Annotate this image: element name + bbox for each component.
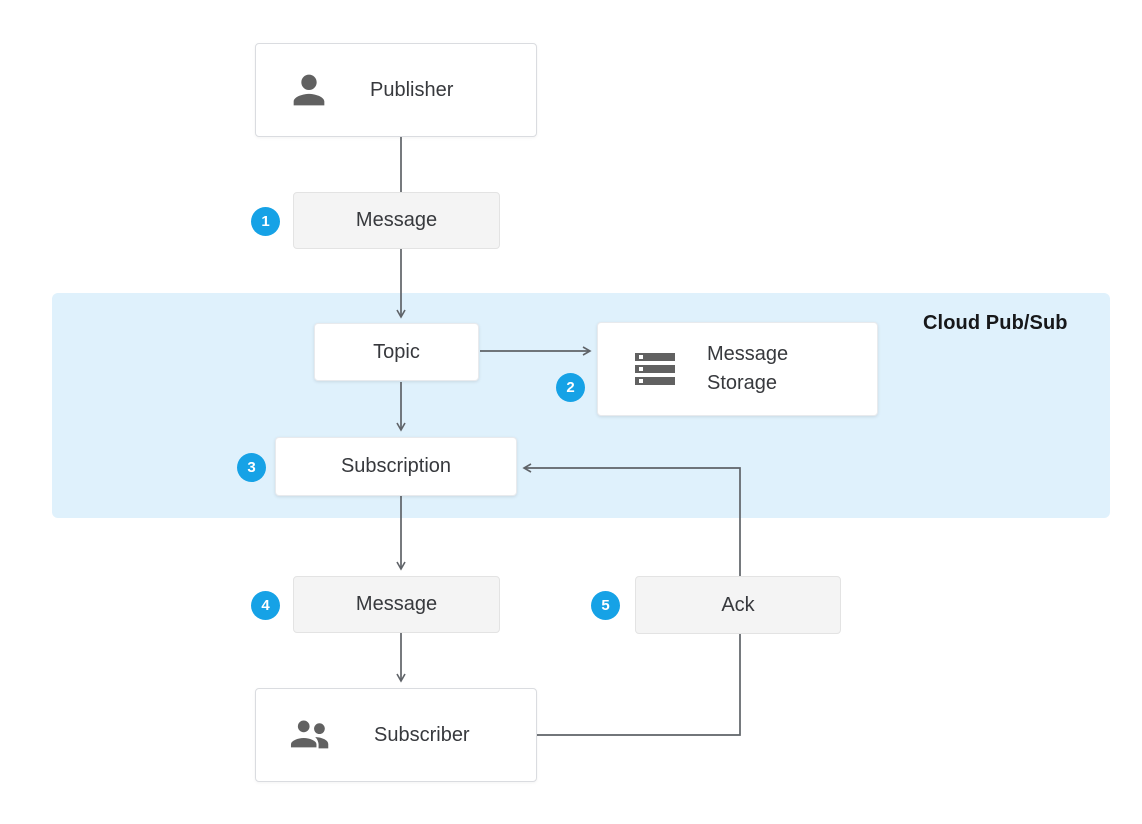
region-label: Cloud Pub/Sub xyxy=(923,312,1068,334)
step-badge-3: 3 xyxy=(237,453,266,482)
subscription-label: Subscription xyxy=(340,455,452,477)
message-storage-label: Message Storage xyxy=(707,343,789,394)
message-storage-node: Message Storage xyxy=(597,322,878,416)
message-out-node: Message xyxy=(293,576,500,633)
subscriber-node: Subscriber xyxy=(255,688,537,782)
message-out-label: Message xyxy=(355,593,438,615)
publisher-node: Publisher xyxy=(255,43,537,137)
subscriber-label: Subscriber xyxy=(374,723,470,746)
topic-node: Topic xyxy=(314,323,479,381)
message-in-label: Message xyxy=(355,209,438,231)
subscription-node: Subscription xyxy=(275,437,517,496)
publisher-label: Publisher xyxy=(370,78,454,101)
step-badge-5: 5 xyxy=(591,591,620,620)
storage-icon xyxy=(631,345,679,393)
step-badge-1: 1 xyxy=(251,207,280,236)
step-badge-4: 4 xyxy=(251,591,280,620)
ack-label: Ack xyxy=(721,593,755,616)
topic-label: Topic xyxy=(373,340,420,363)
person-icon xyxy=(286,67,332,113)
message-in-node: Message xyxy=(293,192,500,249)
ack-node: Ack xyxy=(635,576,841,634)
people-icon xyxy=(286,712,336,758)
step-badge-2: 2 xyxy=(556,373,585,402)
